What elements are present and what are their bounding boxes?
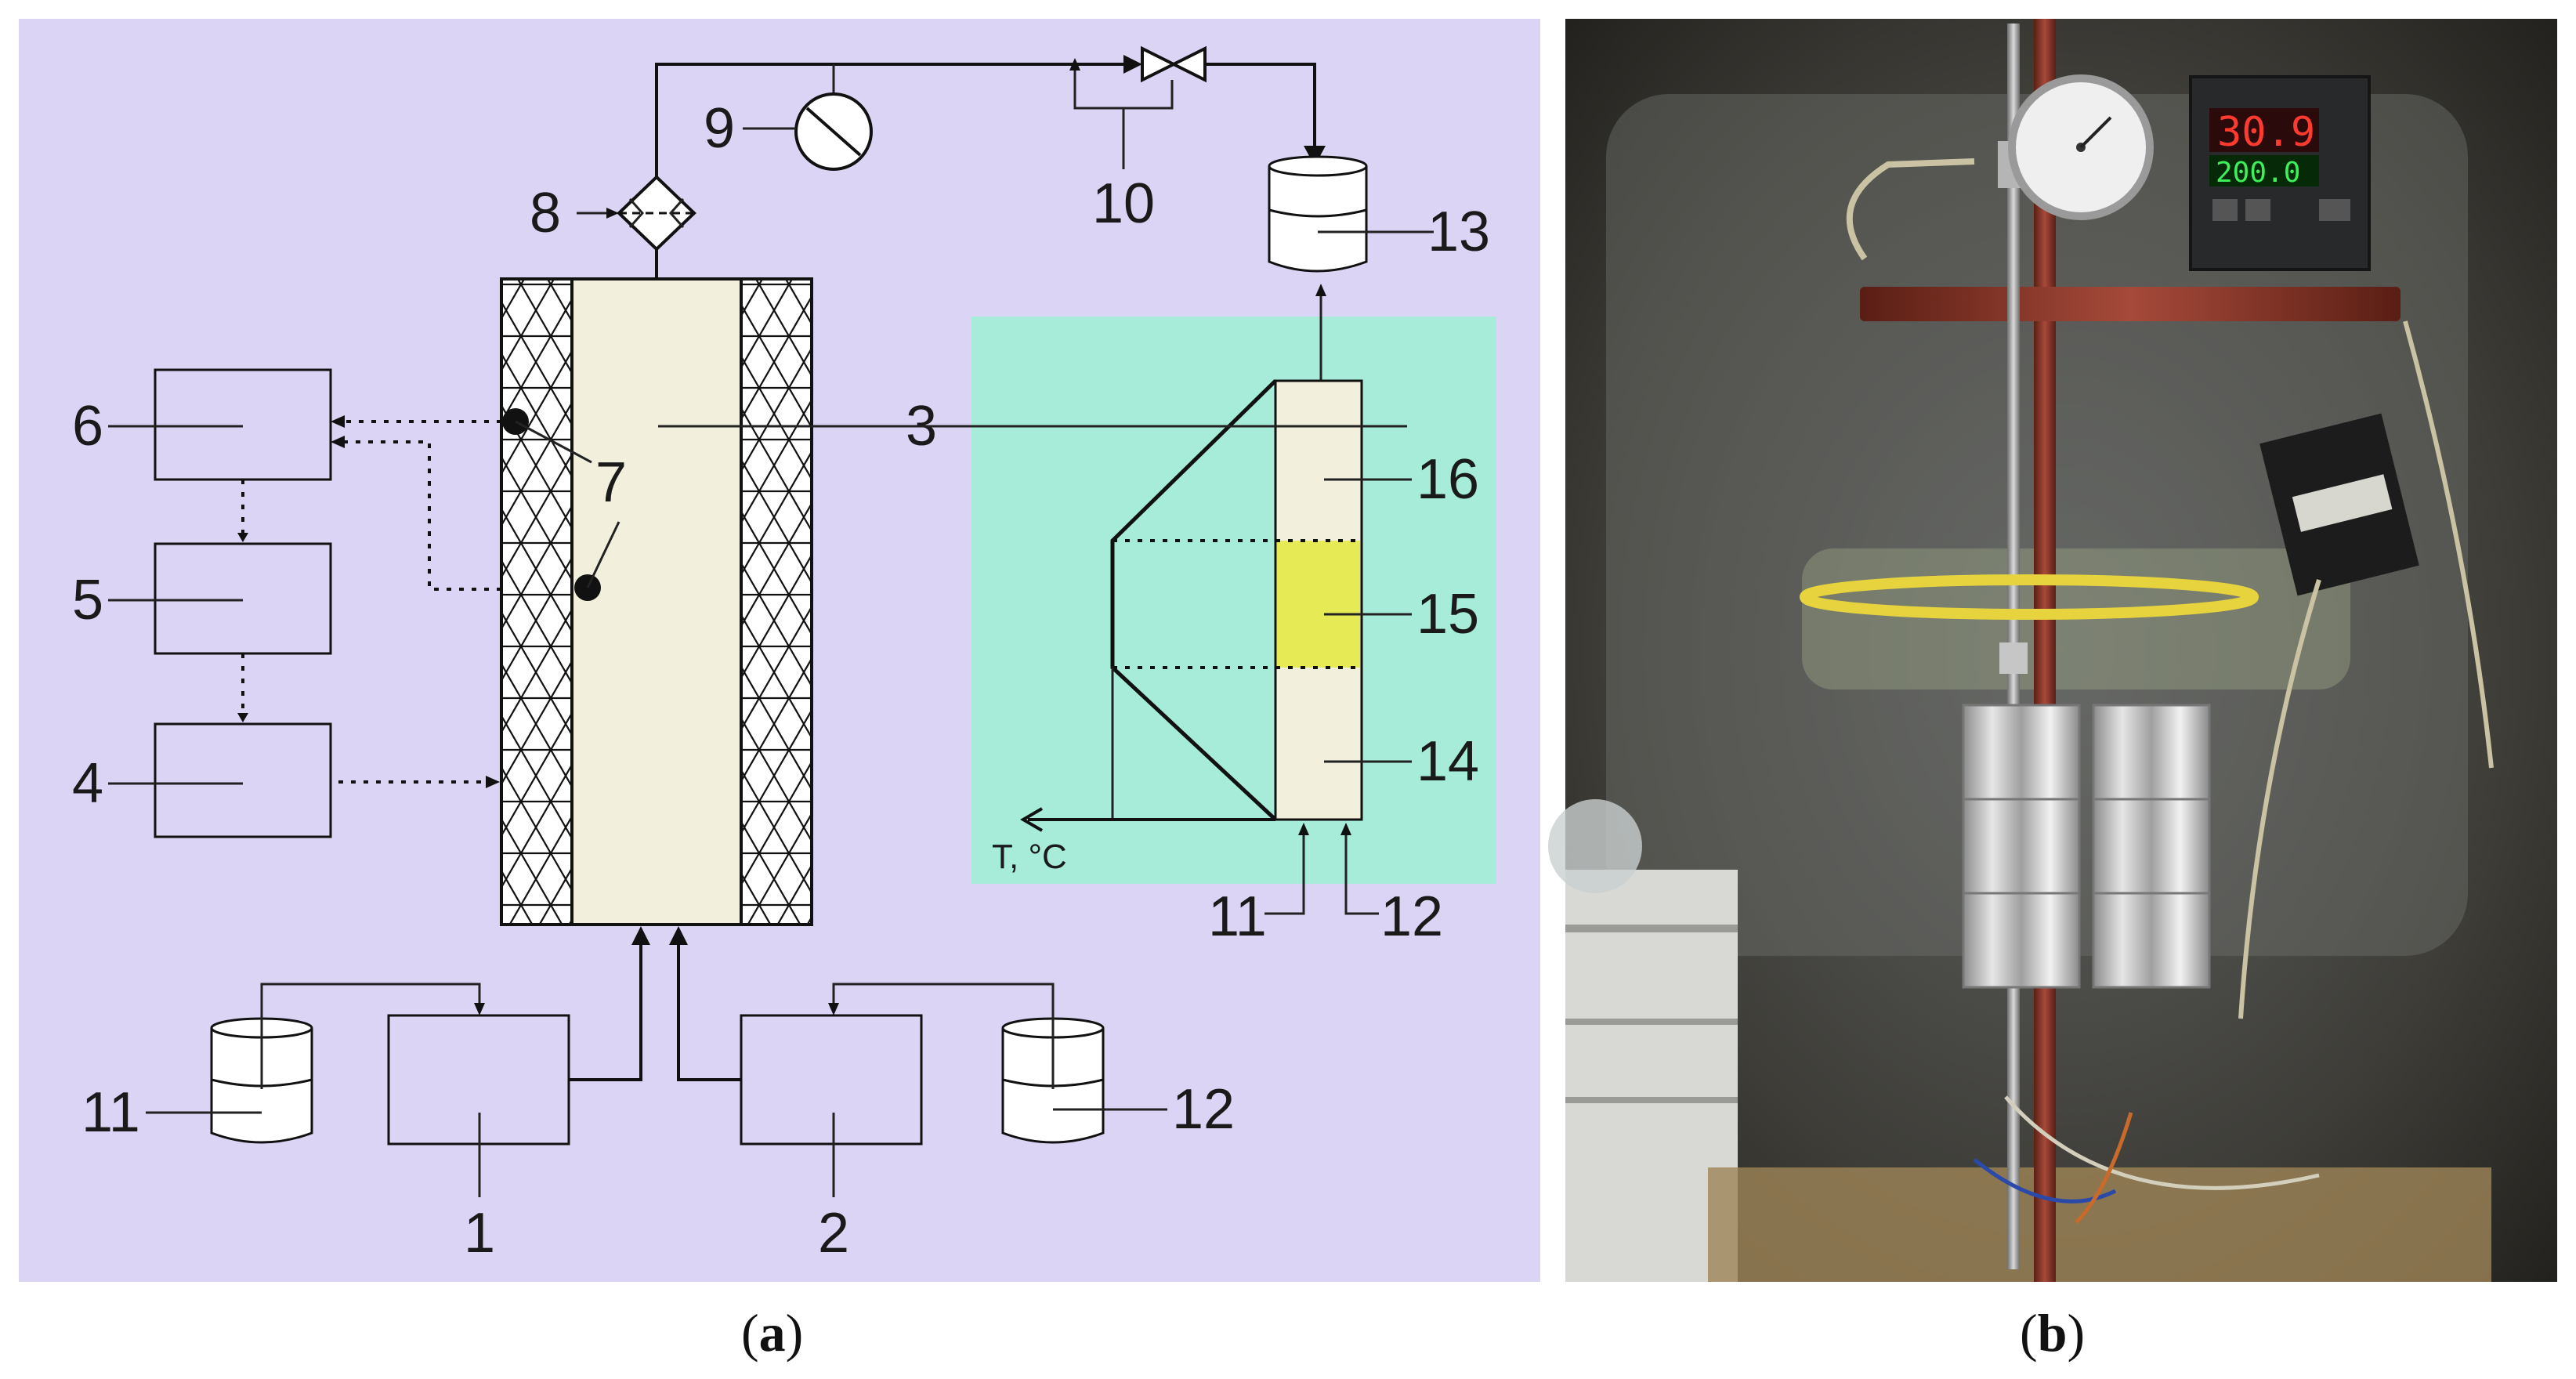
label-13: 13 <box>1427 201 1490 263</box>
reactor-body <box>570 277 743 926</box>
panel-a: 7 6 5 4 3 8 <box>19 19 1540 1363</box>
reactor <box>500 277 813 926</box>
inset-axis-label: T, °C <box>992 838 1067 876</box>
label-4: 4 <box>72 752 103 815</box>
photo-heater-right <box>2092 704 2211 989</box>
photo-heater-left <box>1962 704 2081 989</box>
label-16: 16 <box>1416 448 1479 511</box>
label-8: 8 <box>530 182 561 244</box>
label-12-inset: 12 <box>1380 885 1443 948</box>
label-10: 10 <box>1092 172 1155 235</box>
photo-stand-rod <box>2034 19 2056 1282</box>
label-2: 2 <box>818 1202 849 1265</box>
label-11-left: 11 <box>81 1081 140 1144</box>
label-5: 5 <box>72 569 103 632</box>
collector-13 <box>1268 155 1368 273</box>
label-6: 6 <box>72 395 103 458</box>
inset-reaction-zone <box>1277 541 1360 668</box>
label-7: 7 <box>595 451 627 514</box>
photo-controller-bottom-display: 200.0 <box>2216 157 2300 189</box>
photo-controller-top-display: 30.9 <box>2217 109 2315 156</box>
insulation-left <box>500 277 573 926</box>
photo-cross-bar <box>1860 287 2401 321</box>
inset-background <box>971 317 1496 884</box>
panel-b-photo: 30.9 200.0 (b) <box>1548 19 2557 1363</box>
controller-box-4 <box>154 722 332 838</box>
photo-yellow-ring <box>1800 574 2259 620</box>
label-14: 14 <box>1416 730 1479 793</box>
caption-a: (a) <box>741 1303 803 1363</box>
label-12-right: 12 <box>1172 1078 1235 1141</box>
label-11-inset: 11 <box>1208 885 1267 948</box>
insulation-right <box>740 277 813 926</box>
caption-b: (b) <box>2020 1303 2085 1363</box>
label-1: 1 <box>464 1202 495 1265</box>
label-15: 15 <box>1416 583 1479 646</box>
label-9: 9 <box>704 97 735 160</box>
valve-10 <box>1141 45 1178 83</box>
